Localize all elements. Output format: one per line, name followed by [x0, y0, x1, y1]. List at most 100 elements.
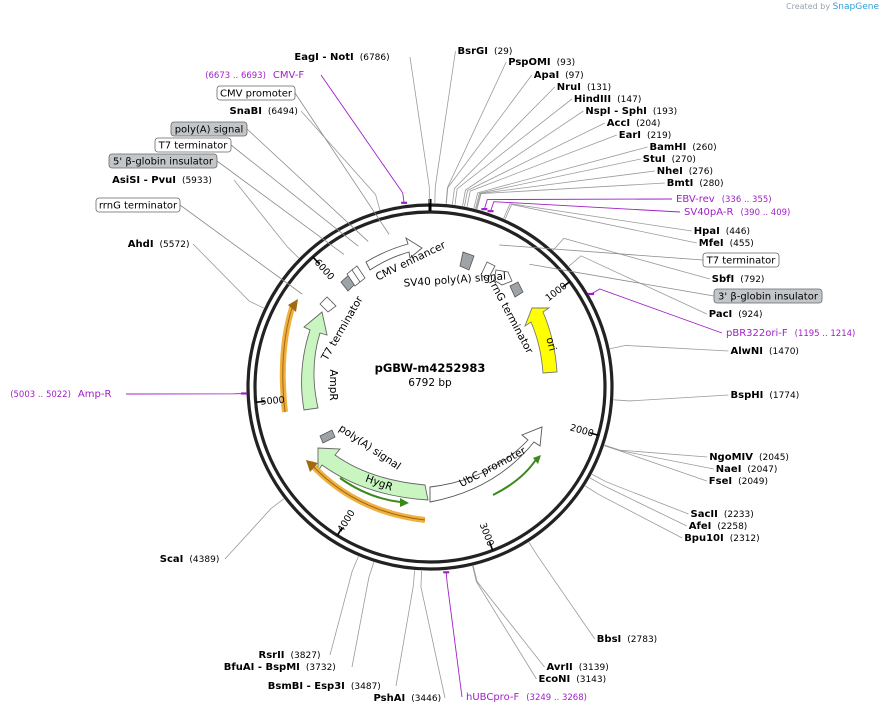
enzyme-label[interactable]: HpaI(446) — [694, 226, 750, 237]
feature-callout-line — [499, 244, 704, 261]
primer-label[interactable]: SV40pA-R(390 .. 409) — [684, 207, 790, 218]
enzyme-line — [504, 203, 697, 244]
primer-label[interactable]: EBV-rev(336 .. 355) — [676, 194, 772, 205]
primer-label[interactable]: hUBCpro-F(3249 .. 3268) — [466, 692, 587, 703]
feature-callout-box[interactable] — [154, 137, 232, 153]
enzyme-name: HindIII — [574, 94, 611, 105]
enzyme-label[interactable]: AlwNI (1470) — [731, 346, 799, 357]
enzyme-line — [445, 61, 507, 204]
enzyme-label[interactable]: BspHI(1774) — [731, 390, 800, 401]
enzyme-label[interactable]: AccI(204) — [607, 118, 661, 129]
credit-prefix: Created by — [786, 2, 831, 11]
primer-label[interactable]: (6673 .. 6693)CMV-F — [205, 70, 304, 81]
enzyme-name: BsmBI - Esp3I — [268, 681, 345, 692]
enzyme-line — [591, 473, 689, 515]
tick-label: 3000 — [477, 521, 496, 548]
enzyme-label[interactable]: ScaI(4389) — [160, 554, 220, 565]
primer-line — [490, 201, 681, 213]
enzyme-name: AlwNI — [731, 346, 764, 357]
tick-mark — [312, 256, 320, 265]
enzyme-label[interactable]: PspOMI(93) — [508, 57, 575, 68]
enzyme-line — [434, 50, 456, 204]
enzyme-name: BspHI — [731, 390, 764, 401]
enzyme-position: (2233) — [724, 510, 754, 520]
primer-name: SV40pA-R — [684, 207, 733, 218]
enzyme-line — [472, 565, 537, 680]
feature-callout-box[interactable] — [95, 197, 181, 213]
enzyme-label[interactable]: BamHI(260) — [650, 142, 717, 153]
label-ampr: AmpR — [327, 369, 339, 400]
enzyme-label[interactable]: RsrII(3827) — [259, 650, 321, 661]
ori-feature[interactable] — [524, 307, 558, 374]
enzyme-label[interactable]: SbfI(792) — [712, 274, 765, 285]
enzyme-name: AhdI — [128, 239, 154, 250]
enzyme-position: (924) — [738, 310, 762, 320]
label-ori: ori — [543, 336, 558, 352]
backbone-inner-ring — [253, 210, 607, 564]
enzyme-label[interactable]: SnaBI(6494) — [230, 106, 298, 117]
primer-labels: (6673 .. 6693)CMV-F EBV-rev(336 .. 355) SV… — [10, 70, 855, 703]
enzyme-line — [224, 498, 285, 560]
ubc-promoter-feature[interactable] — [429, 426, 543, 503]
enzyme-label[interactable]: SacII (2233) — [691, 509, 754, 520]
enzyme-label[interactable]: EcoNI(3143) — [539, 674, 607, 685]
ampr-feature[interactable] — [301, 311, 328, 411]
enzyme-name: BbsI — [597, 634, 621, 645]
enzyme-line — [462, 110, 584, 206]
enzyme-label[interactable]: BbsI(2783) — [597, 634, 657, 645]
enzyme-position: (2258) — [717, 522, 747, 532]
enzyme-label[interactable]: AhdI(5572) — [128, 239, 190, 250]
enzyme-label[interactable]: AsiSI - PvuI(5933) — [112, 175, 212, 186]
enzyme-label[interactable]: NgoMIV(2045) — [709, 452, 789, 463]
enzyme-label[interactable]: MfeI(455) — [699, 238, 754, 249]
enzyme-name: RsrII — [259, 650, 285, 661]
feature-callout-line — [294, 92, 390, 235]
terminator-blocks-right — [459, 251, 524, 298]
enzyme-label[interactable]: AvrII(3139) — [547, 662, 609, 673]
enzyme-name: SacII — [691, 509, 718, 520]
primer-label[interactable]: pBR322ori-F(1195 .. 1214) — [726, 328, 855, 339]
enzyme-label[interactable]: NheI(276) — [657, 166, 713, 177]
enzyme-position: (2049) — [738, 477, 768, 487]
feature-callout-box[interactable] — [108, 153, 218, 169]
feature-callout-box[interactable] — [216, 85, 296, 101]
enzyme-label[interactable]: BfuAI - BspMI(3732) — [224, 662, 336, 673]
enzyme-label[interactable]: StuI(270) — [643, 154, 696, 165]
enzyme-label[interactable]: Bpu10I(2312) — [684, 533, 759, 544]
enzyme-label[interactable]: BmtI(280) — [667, 178, 724, 189]
enzyme-label[interactable]: PshAI(3446) — [374, 693, 442, 704]
enzyme-label[interactable]: BsmBI - Esp3I(3487) — [268, 681, 381, 692]
primer-label[interactable]: (5003 .. 5022)Amp-R — [10, 389, 111, 400]
feature-callout-box[interactable] — [170, 121, 248, 137]
enzyme-name: NruI — [557, 82, 581, 93]
enzyme-name: AccI — [607, 118, 630, 129]
enzyme-position: (1470) — [769, 347, 799, 357]
enzyme-label[interactable]: EarI(219) — [619, 130, 671, 141]
enzyme-name: BfuAI - BspMI — [224, 662, 300, 673]
enzyme-line — [609, 345, 729, 352]
enzyme-label[interactable]: NruI(131) — [557, 82, 611, 93]
cmv-enhancer-arrow[interactable] — [365, 236, 423, 271]
enzyme-label[interactable]: PacI(924) — [709, 309, 763, 320]
enzyme-label[interactable]: BsrGI(29) — [458, 46, 513, 57]
enzyme-label[interactable]: NaeI(2047) — [716, 464, 778, 475]
feature-callout-box[interactable] — [702, 252, 780, 268]
enzyme-name: SbfI — [712, 274, 734, 285]
hygr-feature[interactable] — [317, 447, 429, 501]
primer-line — [483, 198, 673, 210]
enzyme-position: (4389) — [189, 555, 219, 565]
enzyme-name: NaeI — [716, 464, 742, 475]
feature-callout-label: T7 terminator — [158, 141, 229, 152]
enzyme-label[interactable]: EagI - NotI(6786) — [294, 52, 389, 63]
enzyme-label[interactable]: FseI(2049) — [709, 476, 768, 487]
tick-label: 2000 — [569, 422, 595, 439]
enzyme-label[interactable]: NspI - SphI(193) — [585, 106, 677, 117]
feature-callout-box[interactable] — [713, 288, 823, 304]
enzyme-label[interactable]: ApaI(97) — [534, 70, 584, 81]
enzyme-position: (2312) — [730, 534, 760, 544]
enzyme-label[interactable]: AfeI(2258) — [689, 521, 748, 532]
enzyme-name: StuI — [643, 154, 666, 165]
enzyme-name: SnaBI — [230, 106, 262, 117]
enzyme-label[interactable]: HindIII(147) — [574, 94, 641, 105]
